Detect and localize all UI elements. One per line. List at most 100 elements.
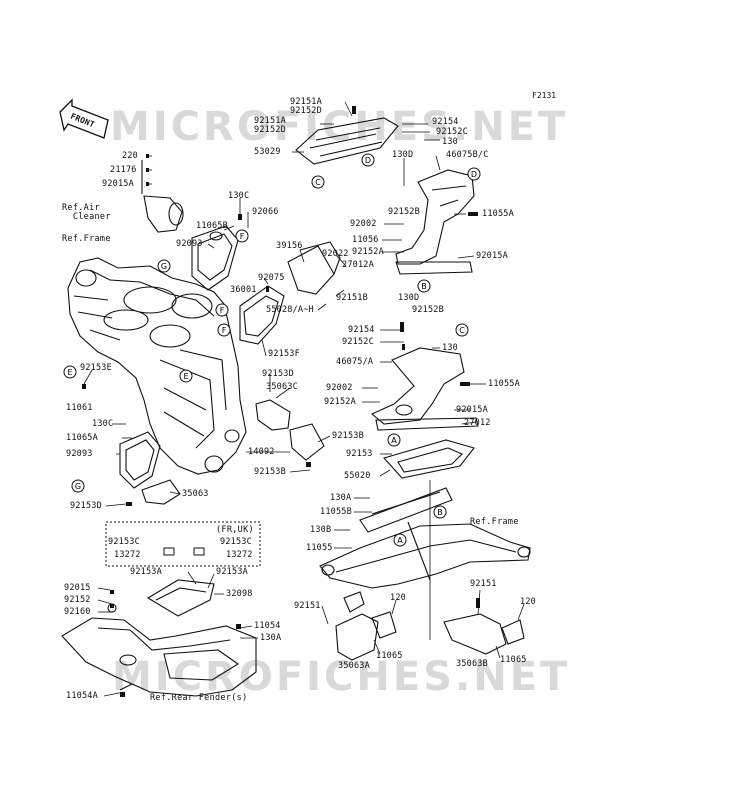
part-label: 35063A	[338, 661, 370, 671]
part-label: 11065	[500, 655, 527, 665]
part-label: 11065	[376, 651, 403, 661]
part-label: 130C	[92, 419, 114, 429]
part-label: 92151	[294, 601, 321, 611]
callout-f-upper: F	[235, 229, 249, 243]
callout-f-upper-label: F	[240, 232, 245, 241]
part-label: 92153A	[130, 567, 162, 577]
callout-e-left: E	[63, 365, 77, 379]
part-label: 92152A	[352, 247, 384, 257]
part-label: 92015	[64, 583, 91, 593]
side-cover-upper	[191, 225, 239, 291]
part-label: 35063B	[456, 659, 488, 669]
callout-g-upper-label: G	[161, 262, 167, 271]
part-label: 46075B/C	[446, 150, 489, 160]
part-label: 220	[122, 151, 138, 161]
callout-e-frame: E	[179, 369, 193, 383]
part-label: 11054A	[66, 691, 98, 701]
callout-d-top: D	[361, 153, 375, 167]
part-label: 130C	[228, 191, 250, 201]
ref-rear-fender: Ref.Rear Fender(s)	[150, 693, 248, 703]
part-label: 11054	[254, 621, 281, 631]
part-label: 92015A	[456, 405, 488, 415]
part-label: 92153C	[108, 537, 140, 547]
part-label: 92154	[348, 325, 375, 335]
callout-b-lower: B	[433, 505, 447, 519]
fasteners	[82, 106, 480, 697]
fr-uk-clips	[163, 547, 205, 556]
ref-fr-uk: (FR,UK)	[216, 525, 254, 535]
callout-b-mid: B	[417, 279, 431, 293]
callout-markers: C D D B C G F F F E E A G B A	[63, 153, 481, 547]
callout-a-lower: A	[393, 533, 407, 547]
part-label: 92066	[252, 207, 279, 217]
part-label: 92151A	[290, 97, 322, 107]
part-label: 92002	[326, 383, 353, 393]
ref-air-cleaner: Ref.Air Cleaner	[62, 203, 111, 222]
leader-lines	[83, 101, 525, 697]
part-label: 11055A	[488, 379, 520, 389]
callout-e-left-label: E	[67, 368, 72, 377]
watermark-bottom: MICROFICHES.NET	[112, 654, 571, 700]
part-label: 92153E	[80, 363, 112, 373]
callout-d-right-label: D	[471, 170, 477, 179]
callout-b-mid-label: B	[421, 282, 427, 291]
ref-frame-right: Ref.Frame	[470, 517, 519, 527]
ref-frame-left: Ref.Frame	[62, 234, 111, 244]
callout-c-top: C	[311, 175, 325, 189]
part-label: 92152D	[254, 125, 286, 135]
part-label: 130	[442, 343, 458, 353]
callout-f-mid2-label: F	[222, 326, 227, 335]
part-label: 130A	[330, 493, 352, 503]
rear-fender-lower	[61, 603, 257, 697]
part-label: 92152B	[388, 207, 420, 217]
part-label: 55020	[344, 471, 371, 481]
callout-a-mid-label: A	[391, 436, 397, 445]
footrest-bracket-upper	[395, 169, 475, 275]
callout-b-lower-label: B	[437, 508, 443, 517]
part-label: 92093	[176, 239, 203, 249]
part-label: 92152C	[436, 127, 468, 137]
part-label: 21176	[110, 165, 137, 175]
callout-g-lower: G	[71, 479, 85, 493]
callout-f-mid1-label: F	[220, 306, 225, 315]
part-label: 11065B	[196, 221, 228, 231]
callout-d-right: D	[467, 167, 481, 181]
part-label: 27012	[464, 418, 491, 428]
part-label: 92151A	[254, 116, 286, 126]
plate-55020	[383, 439, 475, 479]
footrest-bracket-middle	[370, 347, 479, 431]
part-label: 11055	[306, 543, 333, 553]
part-label: 55028/A~H	[266, 305, 314, 315]
part-label: 36001	[230, 285, 257, 295]
part-label: 130D	[392, 150, 414, 160]
part-label: 92153	[346, 449, 373, 459]
part-label: 13272	[114, 550, 141, 560]
part-label: 46075/A	[336, 357, 374, 367]
part-label: 35063	[182, 489, 209, 499]
bracket-35063A	[335, 591, 397, 661]
part-label: 92153D	[70, 501, 102, 511]
part-label: 13272	[226, 550, 253, 560]
part-label: 92153C	[220, 537, 252, 547]
part-label: 92152	[64, 595, 91, 605]
part-label: 92160	[64, 607, 91, 617]
part-label: 11055A	[482, 209, 514, 219]
part-label: 92075	[258, 273, 285, 283]
part-label: 92153F	[268, 349, 300, 359]
heel-guard-35063C	[255, 399, 325, 461]
part-label: 130D	[398, 293, 420, 303]
front-arrow-icon	[59, 98, 109, 139]
side-cover-lower	[119, 431, 161, 489]
part-label: 11055B	[320, 507, 352, 517]
part-label: 32098	[226, 589, 253, 599]
callout-c-top-label: C	[315, 178, 321, 187]
part-label: 11065A	[66, 433, 98, 443]
diagram-code: F2131	[532, 91, 557, 100]
part-label: 11056	[352, 235, 379, 245]
callout-f-mid1: F	[215, 303, 229, 317]
main-frame	[67, 257, 247, 475]
part-label: 92152D	[290, 106, 322, 116]
part-label: 130B	[310, 525, 332, 535]
callout-e-frame-label: E	[183, 372, 188, 381]
